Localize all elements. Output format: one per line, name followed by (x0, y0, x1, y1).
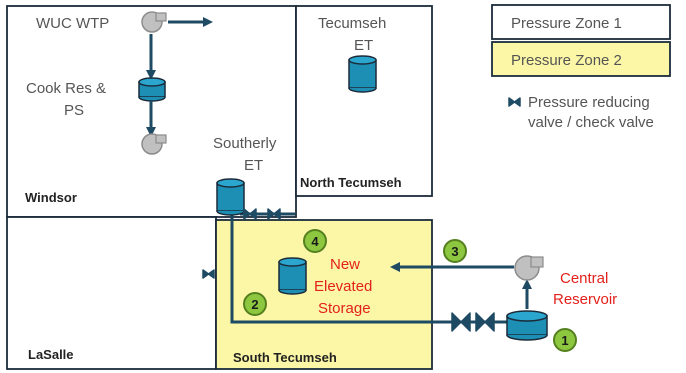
legend-zone1-label: Pressure Zone 1 (511, 15, 622, 32)
svg-text:3: 3 (451, 244, 458, 259)
southerly-et-label-line2: ET (244, 157, 263, 174)
lasalle-region (6, 216, 217, 370)
bowtie-valve-icon (475, 312, 495, 332)
legend-valve-line1: Pressure reducing (528, 94, 650, 111)
north-tecumseh-region (295, 5, 433, 197)
new-storage-label-line1: New (330, 256, 360, 273)
lasalle-label: LaSalle (28, 347, 74, 362)
legend-zone2-label: Pressure Zone 2 (511, 52, 622, 69)
tecumseh-et-tank-icon (348, 55, 377, 93)
badge-1: 1 (553, 328, 577, 352)
bowtie-valve-icon (267, 208, 281, 220)
cook-pump-icon (141, 133, 167, 155)
bowtie-valve-icon (451, 312, 471, 332)
legend-zone2-swatch (491, 41, 671, 77)
cook-label-line2: PS (64, 102, 84, 119)
windsor-label: Windsor (25, 190, 77, 205)
badge-3: 3 (443, 239, 467, 263)
main-pipe (230, 208, 510, 324)
legend-zone1-swatch (491, 4, 671, 40)
south-tecumseh-label: South Tecumseh (233, 350, 337, 365)
new-storage-label-line3: Storage (318, 300, 371, 317)
svg-text:2: 2 (251, 297, 258, 312)
badge-2: 2 (243, 292, 267, 316)
new-storage-label-line2: Elevated (314, 278, 372, 295)
cook-label-line1: Cook Res & (26, 80, 106, 97)
north-tecumseh-label: North Tecumseh (300, 175, 402, 190)
new-elevated-storage-tank-icon (278, 257, 307, 295)
svg-text:1: 1 (561, 333, 568, 348)
central-pump-icon (514, 255, 544, 281)
wuc-wtp-label: WUC WTP (36, 15, 109, 32)
svg-text:4: 4 (311, 234, 319, 249)
central-reservoir-label-line2: Reservoir (553, 291, 617, 308)
southerly-et-label-line1: Southerly (213, 135, 277, 152)
wuc-wtp-pump-icon (141, 11, 167, 33)
southerly-et-tank-icon (216, 178, 245, 216)
legend-valve-line2: valve / check valve (528, 114, 654, 131)
cook-reservoir-icon (138, 77, 166, 102)
bowtie-valve-icon (202, 269, 215, 279)
central-reservoir-tank-icon (506, 310, 548, 341)
bowtie-valve-icon (243, 208, 257, 220)
bowtie-valve-icon (508, 97, 521, 107)
tecumseh-et-label-line2: ET (354, 37, 373, 54)
badge-4: 4 (303, 229, 327, 253)
tecumseh-et-label-line1: Tecumseh (318, 15, 386, 32)
central-reservoir-label-line1: Central (560, 270, 608, 287)
